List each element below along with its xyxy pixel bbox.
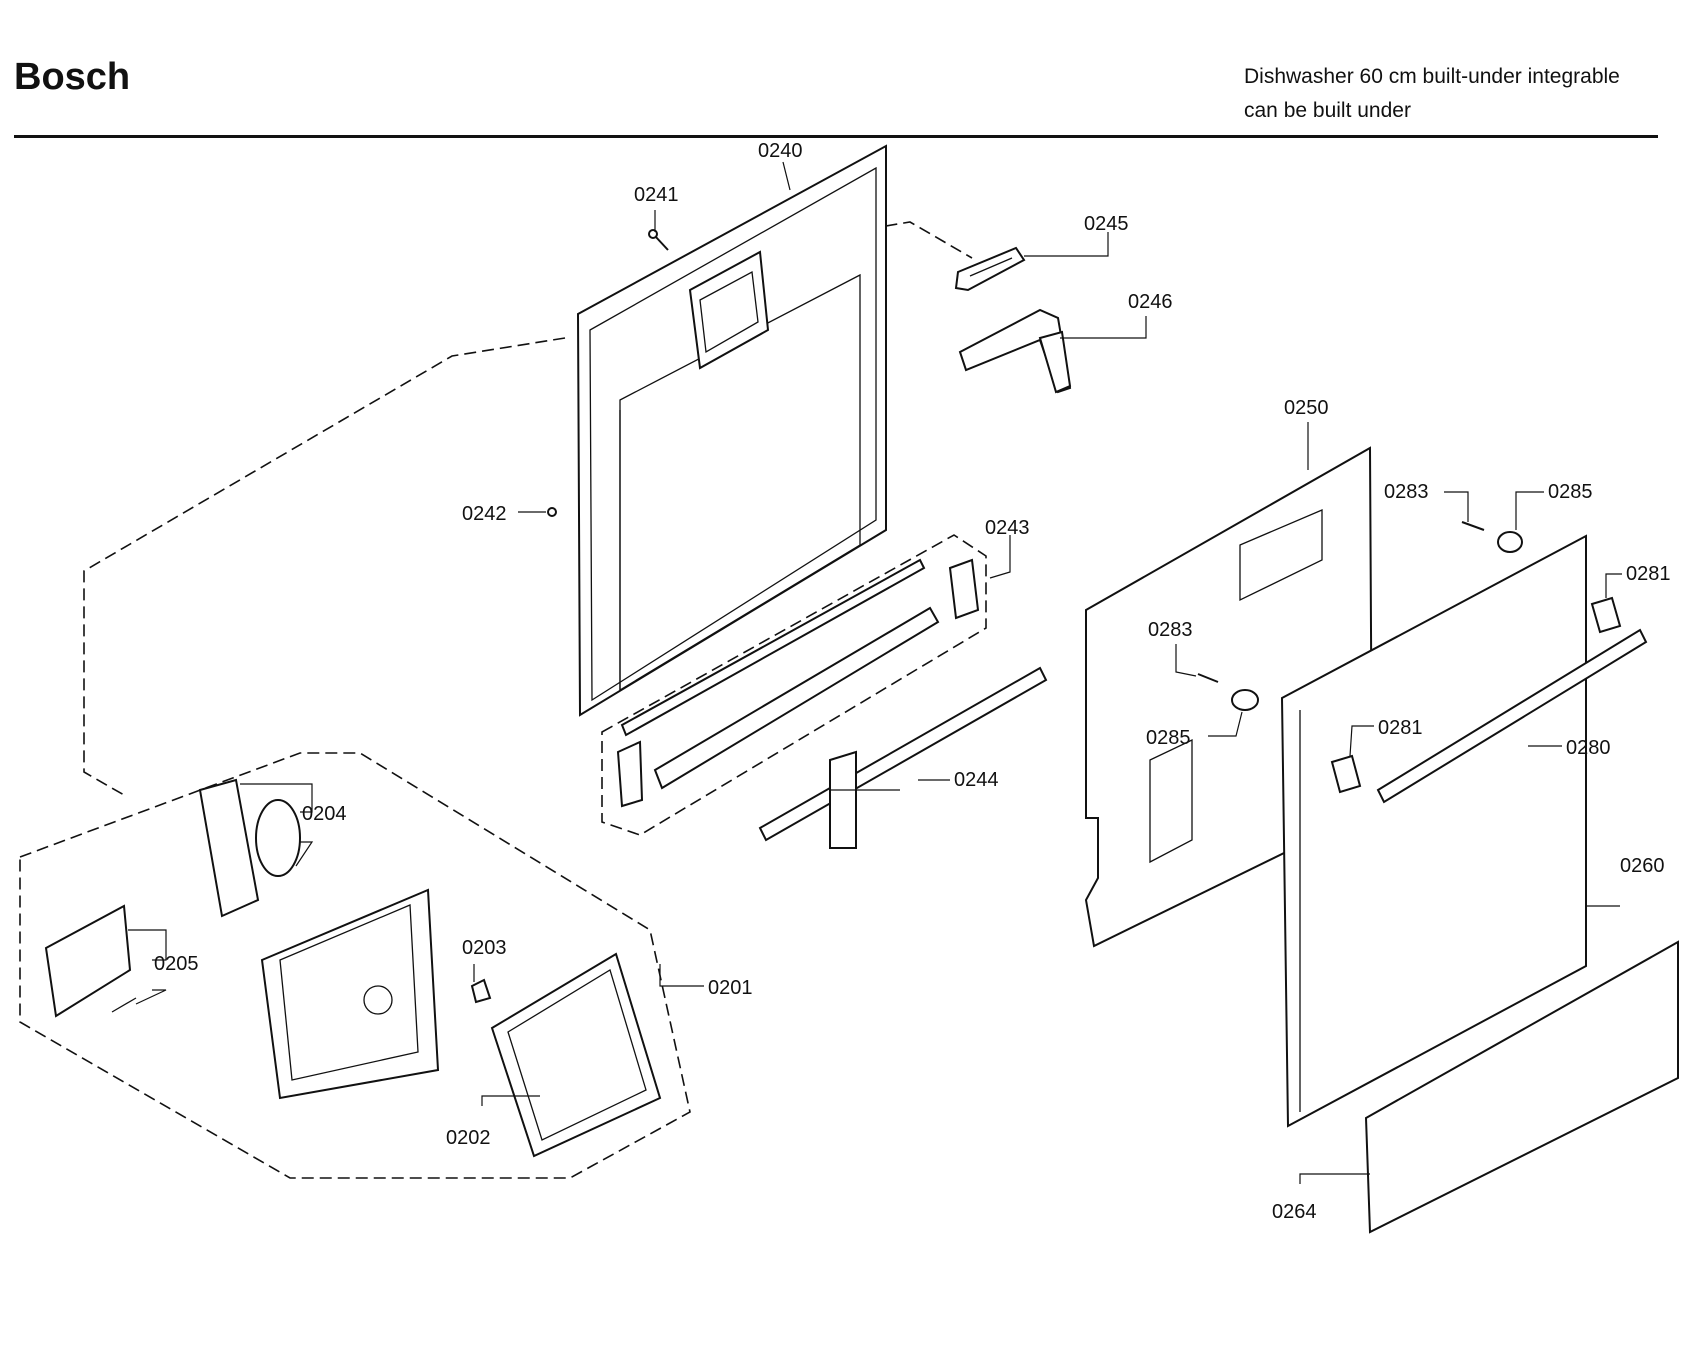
inner-door-group-outline [83, 337, 566, 796]
kick-plate-part-0264 [1364, 940, 1679, 1234]
gasket-part-0204 [255, 799, 301, 877]
hinge-rails-part-0243 [616, 558, 980, 808]
callout-0285-lower: 0285 [1146, 727, 1191, 749]
latch-part-0245 [954, 246, 1026, 292]
callout-0264: 0264 [1272, 1201, 1317, 1223]
cover-part-0205 [44, 904, 137, 1018]
callout-0201: 0201 [708, 977, 753, 999]
hinge-arm-part-0244 [758, 666, 1048, 849]
washer-part-0285-lower [1231, 689, 1259, 711]
callout-0260: 0260 [1620, 855, 1665, 877]
control-housing-part [260, 888, 440, 1100]
decor-door-part-0260 [1280, 534, 1587, 1128]
callout-0281-right: 0281 [1626, 563, 1671, 585]
description-line-2: can be built under [1244, 99, 1411, 122]
screw-part-0241 [648, 229, 669, 251]
callout-0246: 0246 [1128, 291, 1173, 313]
description-line-1: Dishwasher 60 cm built-under integrable [1244, 65, 1620, 88]
model-description: Dishwasher 60 cm built-under integrable … [1244, 60, 1620, 128]
screw-part-0283-upper [1461, 521, 1485, 531]
callout-0205: 0205 [154, 953, 199, 975]
callout-0242: 0242 [462, 503, 507, 525]
inner-door-part [576, 144, 887, 717]
frame-seal-part-0202 [490, 952, 662, 1158]
callout-0250: 0250 [1284, 397, 1329, 419]
lock-part-0246 [958, 308, 1072, 394]
callout-0283-upper: 0283 [1384, 481, 1429, 503]
callout-0203: 0203 [462, 937, 507, 959]
screw-part-0283-lower [1197, 673, 1219, 683]
callout-0245: 0245 [1084, 213, 1129, 235]
callout-0244: 0244 [954, 769, 999, 791]
knob-part-0203 [470, 978, 492, 1004]
header-divider [14, 135, 1658, 138]
callout-0283-lower: 0283 [1148, 619, 1193, 641]
callout-0204: 0204 [302, 803, 347, 825]
handle-mount-part-0281-left [1330, 754, 1362, 794]
handle-mount-part-0281-right [1590, 596, 1622, 634]
brand-title: Bosch [14, 56, 131, 98]
callout-0240: 0240 [758, 140, 803, 162]
callout-0281-left: 0281 [1378, 717, 1423, 739]
handle-part-0280 [1376, 628, 1648, 804]
callout-0243: 0243 [985, 517, 1030, 539]
control-panel-group-outline [19, 752, 691, 1179]
callout-0280: 0280 [1566, 737, 1611, 759]
callout-0202: 0202 [446, 1127, 491, 1149]
washer-part-0285-upper [1497, 531, 1523, 553]
bracket-part-0204 [198, 778, 260, 918]
callout-0285-upper: 0285 [1548, 481, 1593, 503]
leader-lines [128, 161, 1622, 1184]
callout-0241: 0241 [634, 184, 679, 206]
hinge-group-outline [601, 534, 987, 836]
screw-part-0242 [547, 507, 557, 517]
